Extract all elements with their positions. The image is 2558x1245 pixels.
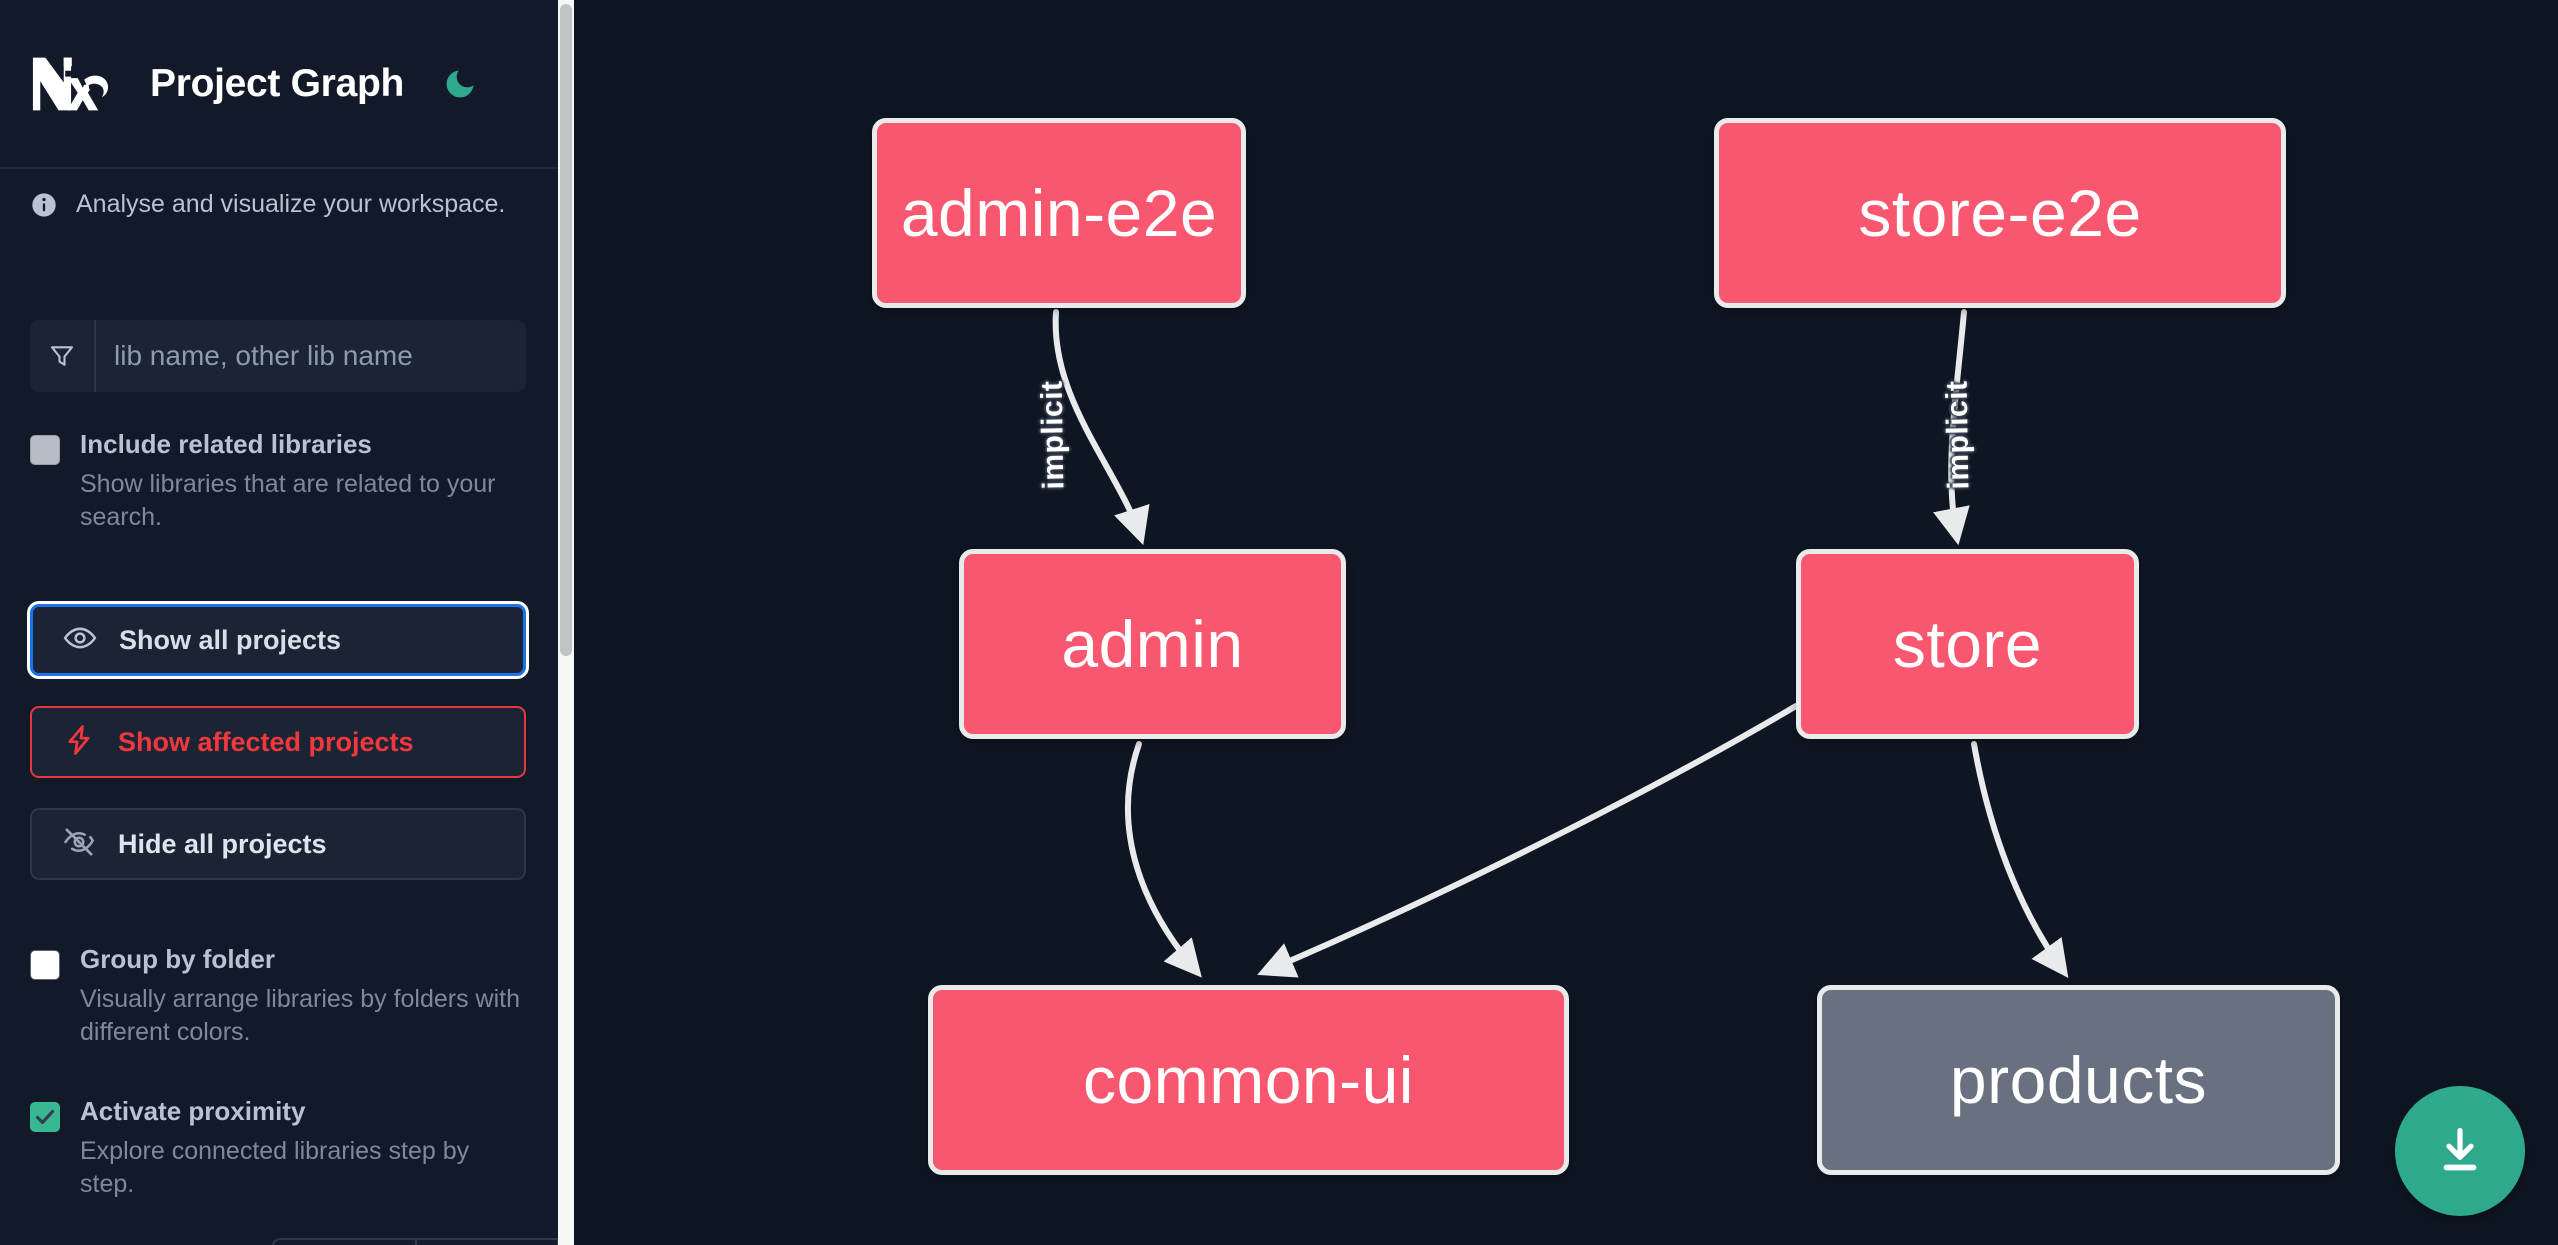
node-label: store [1892,607,2043,681]
segment-2[interactable] [416,1240,560,1245]
node-label: products [1949,1043,2208,1117]
option-activate-proximity[interactable]: Activate proximity Explore connected lib… [30,1096,526,1201]
nx-logo-icon [30,53,118,115]
edge-store-to-common-ui [1257,703,1799,978]
option-label: Activate proximity [80,1096,306,1126]
node-label: store-e2e [1858,176,2142,250]
graph-edges [1052,309,2069,979]
show-affected-projects-button[interactable]: Show affected projects [30,706,526,778]
graph-node-common-ui[interactable]: common-ui [928,985,1569,1175]
graph-node-admin-e2e[interactable]: admin-e2e [872,118,1246,308]
node-label: common-ui [1083,1043,1414,1117]
button-label: Show affected projects [118,726,414,757]
show-all-projects-button[interactable]: Show all projects [30,604,526,676]
hide-all-projects-button[interactable]: Hide all projects [30,808,526,880]
info-circle-icon [30,191,58,219]
bottom-segmented-control[interactable] [272,1238,560,1245]
node-label: admin [1061,607,1244,681]
download-image-button[interactable] [2395,1086,2525,1216]
download-icon [2443,1127,2477,1171]
edge-store-to-products [1971,741,2069,979]
lightning-bolt-icon [62,723,96,762]
segment-1[interactable] [274,1240,417,1245]
sidebar-scrollbar-thumb[interactable] [560,4,572,656]
graph-node-store[interactable]: store [1796,549,2139,739]
graph-canvas[interactable]: implicit implicit admin-e2e store-e2e ad… [574,0,2558,1245]
option-description: Show libraries that are related to your … [80,469,496,532]
sidebar-header: Project Graph [0,0,558,169]
node-label: admin-e2e [900,176,1218,250]
button-label: Hide all projects [118,828,327,859]
edge-admin-e2e-to-admin [1052,309,1150,546]
checkbox-include-related-libraries[interactable] [30,435,60,465]
info-banner: Analyse and visualize your workspace. [30,190,540,219]
graph-node-products[interactable]: products [1817,985,2340,1175]
moon-icon[interactable] [438,62,482,106]
edge-store-e2e-to-store [1933,309,1970,546]
eye-icon [63,621,97,660]
search-input[interactable] [96,320,526,392]
checkbox-group-by-folder[interactable] [30,950,60,980]
option-label: Include related libraries [80,429,372,459]
graph-node-admin[interactable]: admin [959,549,1346,739]
sidebar: Project Graph Analyse and visualize your… [0,0,560,1245]
button-label: Show all projects [119,624,342,655]
checkbox-activate-proximity[interactable] [30,1102,60,1132]
search-field[interactable] [30,320,526,392]
option-description: Visually arrange libraries by folders wi… [80,984,521,1047]
filter-funnel-icon [30,320,96,392]
graph-node-store-e2e[interactable]: store-e2e [1714,118,2286,308]
option-include-related-libraries[interactable]: Include related libraries Show libraries… [30,429,526,534]
edge-admin-to-common-ui [1125,741,1202,978]
option-label: Group by folder [80,944,275,974]
eye-off-icon [62,825,96,864]
option-description: Explore connected libraries step by step… [80,1136,470,1199]
option-group-by-folder[interactable]: Group by folder Visually arrange librari… [30,944,526,1049]
info-text: Analyse and visualize your workspace. [76,190,506,218]
page-title: Project Graph [150,61,404,105]
